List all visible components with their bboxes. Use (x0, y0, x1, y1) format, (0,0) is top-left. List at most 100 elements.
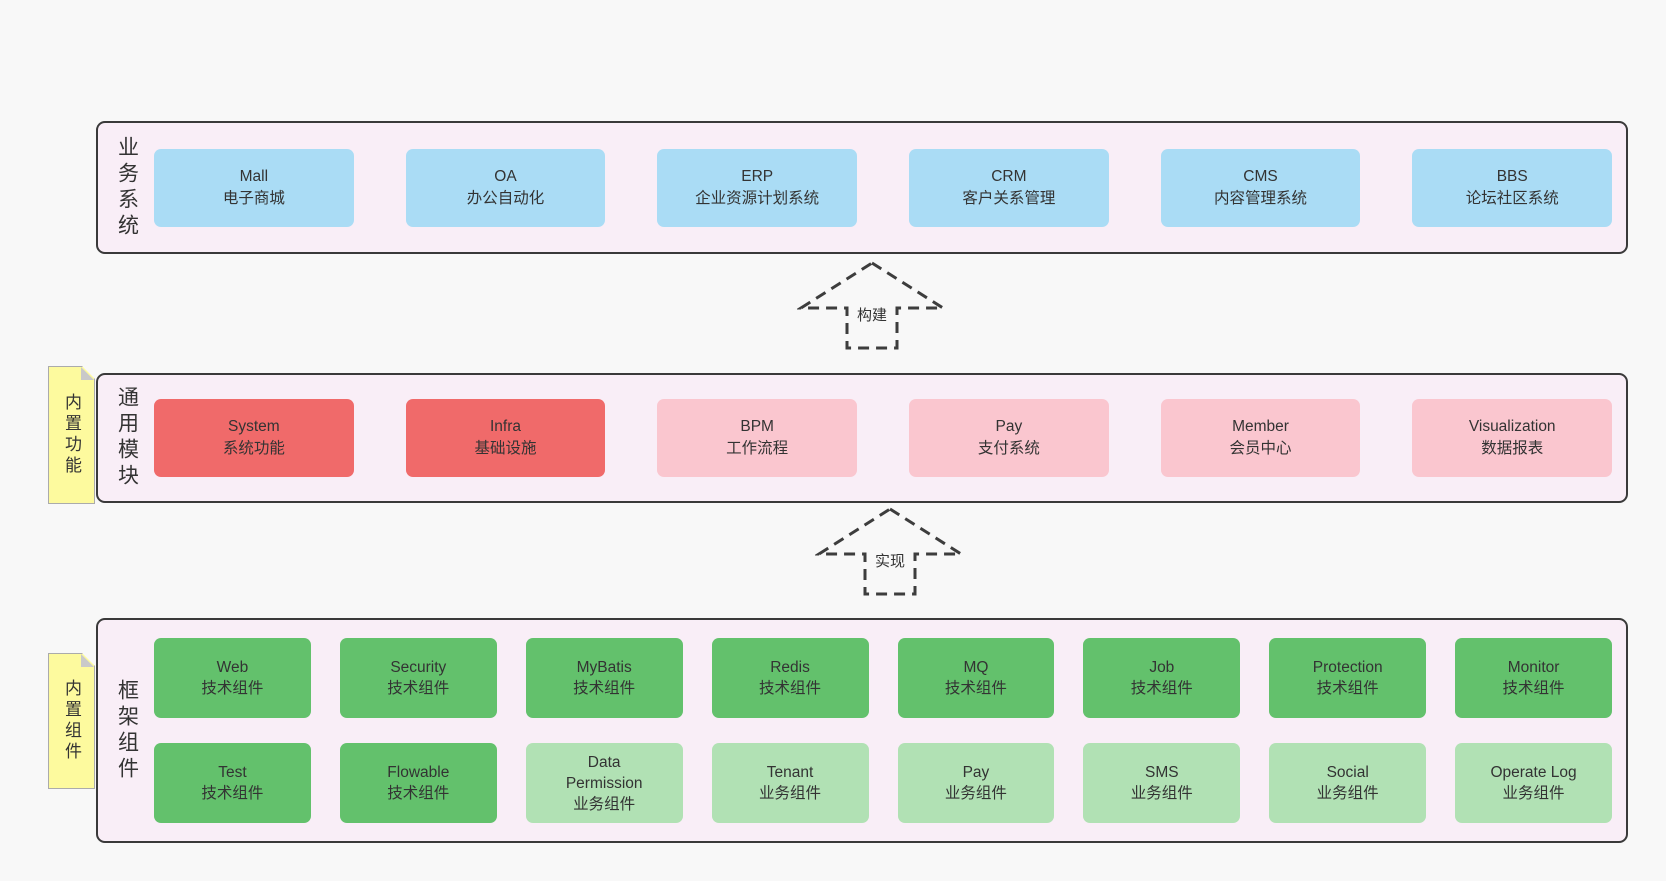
box-desc: 技术组件 (573, 680, 636, 697)
diagram-box-cms: CMS 内容管理系统 (1160, 148, 1361, 227)
diagram-box-mall: Mall 电子商城 (154, 148, 354, 227)
sticky-note-built-in-features: 内置功能 (48, 366, 95, 504)
section-side-label-text: 业务系统 (115, 135, 139, 240)
diagram-box-pay: Pay 业务组件 (897, 743, 1055, 823)
section-side-label: 业务系统 (106, 136, 148, 240)
diagram-box-infra: Infra 基础设施 (405, 399, 606, 477)
box-name: Test (218, 764, 247, 781)
box-desc: 业务组件 (573, 795, 636, 813)
box-name: Protection (1312, 659, 1383, 676)
sticky-note-text: 内置组件 (62, 679, 81, 763)
box-desc: 支付系统 (977, 440, 1040, 457)
box-desc: 客户关系管理 (962, 189, 1056, 207)
arrow-build-label: 构建 (853, 303, 891, 326)
section-side-label: 框架组件 (106, 679, 148, 783)
diagram-box-redis: Redis 技术组件 (711, 638, 869, 718)
box-name: OA (494, 167, 517, 185)
box-desc: 会员中心 (1229, 440, 1292, 457)
box-desc: 工作流程 (726, 440, 789, 457)
folded-corner-icon (81, 367, 94, 380)
box-name: Operate Log (1490, 764, 1577, 781)
diagram-box-system: System 系统功能 (154, 399, 354, 477)
box-name: ERP (741, 167, 774, 185)
box-desc: 技术组件 (759, 680, 822, 697)
sticky-note-built-in-components: 内置组件 (48, 653, 95, 789)
section-side-label-text: 通用模块 (115, 386, 139, 490)
up-block-arrow-icon (815, 507, 965, 596)
box-name: CMS (1243, 167, 1278, 185)
box-desc: 数据报表 (1481, 440, 1544, 457)
diagram-box-protection: Protection 技术组件 (1269, 638, 1427, 718)
section-side-label-text: 框架组件 (115, 678, 139, 783)
diagram-box-member: Member 会员中心 (1160, 399, 1361, 477)
box-desc: 电子商城 (222, 189, 285, 207)
section-side-label: 通用模块 (106, 386, 148, 490)
box-desc: 企业资源计划系统 (695, 189, 820, 207)
box-row: Mall 电子商城 OA 办公自动化 ERP 企业资源计划系统 CRM 客户关系管理 CMS 内容… (154, 148, 1613, 227)
box-desc: 技术组件 (201, 785, 264, 802)
diagram-box-security: Security 技术组件 (339, 638, 497, 718)
box-desc: 系统功能 (222, 440, 285, 457)
box-desc: 技术组件 (1316, 680, 1379, 697)
box-name: MQ (963, 659, 989, 676)
box-name: System (227, 418, 280, 435)
diagram-box-test: Test 技术组件 (154, 743, 311, 823)
box-desc: 技术组件 (387, 680, 450, 697)
box-desc: 业务组件 (1316, 785, 1379, 802)
box-desc: 业务组件 (944, 785, 1007, 802)
diagram-box-erp: ERP 企业资源计划系统 (657, 148, 858, 227)
box-name: Redis (770, 659, 810, 676)
box-name: Member (1232, 418, 1289, 435)
box-desc: 业务组件 (1130, 785, 1193, 802)
sticky-note-text: 内置功能 (62, 393, 81, 477)
box-desc: 内容管理系统 (1214, 189, 1308, 207)
arrow-build: 构建 (797, 259, 947, 351)
diagram-box-job: Job 技术组件 (1083, 638, 1241, 718)
arrow-implement: 实现 (815, 505, 965, 597)
diagram-box-web: Web 技术组件 (154, 638, 311, 718)
box-name: MyBatis (576, 659, 632, 676)
diagram-box-mybatis: MyBatis 技术组件 (525, 638, 683, 718)
folded-corner-icon (81, 654, 94, 667)
box-name: Job (1149, 659, 1175, 676)
box-desc: 技术组件 (201, 680, 264, 697)
box-desc: 技术组件 (1130, 680, 1193, 697)
box-desc: 技术组件 (1502, 680, 1565, 697)
diagram-box-mq: MQ 技术组件 (897, 638, 1055, 718)
diagram-box-data-permission: Data Permission 业务组件 (525, 743, 683, 823)
box-desc: 业务组件 (1502, 785, 1565, 802)
box-name: CRM (991, 167, 1027, 185)
box-desc: 技术组件 (944, 680, 1007, 697)
box-desc: 基础设施 (474, 440, 537, 457)
diagram-box-oa: OA 办公自动化 (405, 148, 606, 227)
box-name: Tenant (766, 764, 814, 781)
up-block-arrow-icon (797, 261, 947, 350)
box-name: SMS (1145, 764, 1179, 781)
diagram-box-sms: SMS 业务组件 (1083, 743, 1241, 823)
box-name: Flowable (387, 764, 450, 781)
box-name: Mall (239, 167, 269, 185)
box-desc: 办公自动化 (466, 189, 545, 207)
business-systems-boxes: Mall 电子商城 OA 办公自动化 ERP 企业资源计划系统 CRM 客户关系管理 CMS 内容… (154, 148, 1613, 227)
box-name: Data Permission (565, 753, 643, 792)
box-name: Security (390, 659, 447, 676)
box-name: BBS (1496, 167, 1528, 185)
box-name: Pay (962, 764, 990, 781)
box-name: Web (216, 659, 249, 676)
box-name: Infra (490, 418, 522, 435)
